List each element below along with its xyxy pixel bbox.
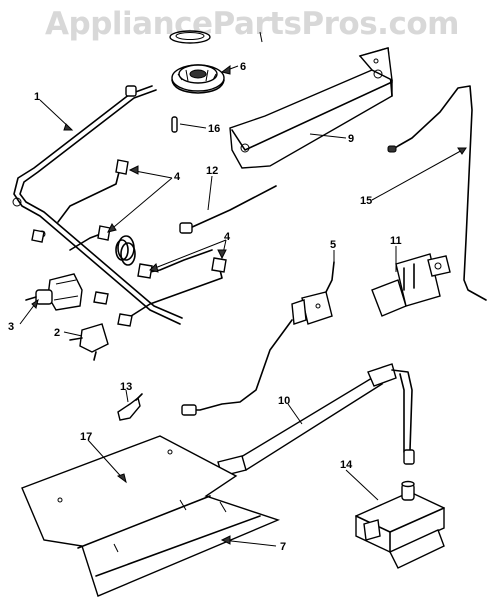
callout-5: 5	[330, 239, 336, 251]
manifold-tube[interactable]	[12, 85, 183, 325]
pin-part[interactable]	[171, 116, 178, 133]
spark-igniter[interactable]	[117, 393, 143, 421]
callout-labels: 1 2 3 4 4 5 6 7 9 10 11 12 13 14 15 16 1…	[8, 61, 402, 553]
callout-7: 7	[280, 541, 286, 553]
switch-plug[interactable]	[291, 261, 335, 325]
wire-harness[interactable]	[181, 319, 293, 416]
callout-10: 10	[278, 395, 290, 407]
callout-1: 1	[34, 91, 40, 103]
capillary-bar[interactable]	[217, 363, 415, 477]
watermark-text: AppliancePartsPros.com	[45, 6, 459, 42]
bracket-part[interactable]	[229, 47, 393, 169]
safety-valve[interactable]	[371, 253, 451, 317]
callout-6: 6	[240, 61, 246, 73]
callout-3: 3	[8, 321, 14, 333]
burner-assembly[interactable]	[169, 30, 263, 94]
tube-part-15[interactable]	[387, 85, 487, 301]
igniter-wire[interactable]	[179, 185, 277, 234]
callout-4-lower: 4	[224, 231, 231, 243]
callout-16: 16	[208, 123, 220, 135]
callout-14: 14	[340, 459, 353, 471]
coil-spring[interactable]	[115, 235, 136, 266]
orifice-fittings[interactable]	[31, 159, 227, 327]
callout-12: 12	[206, 165, 218, 177]
clip-part[interactable]	[69, 323, 109, 361]
valve-part[interactable]	[25, 273, 83, 311]
callout-2: 2	[54, 327, 60, 339]
callout-9: 9	[348, 133, 354, 145]
callout-4-upper: 4	[174, 171, 181, 183]
callout-15: 15	[360, 195, 372, 207]
callout-11: 11	[390, 235, 402, 247]
heat-shield[interactable]	[21, 435, 280, 597]
callout-17: 17	[80, 431, 92, 443]
leader-lines	[19, 65, 467, 547]
thermostat-valve[interactable]	[355, 480, 445, 569]
callout-13: 13	[120, 381, 132, 393]
